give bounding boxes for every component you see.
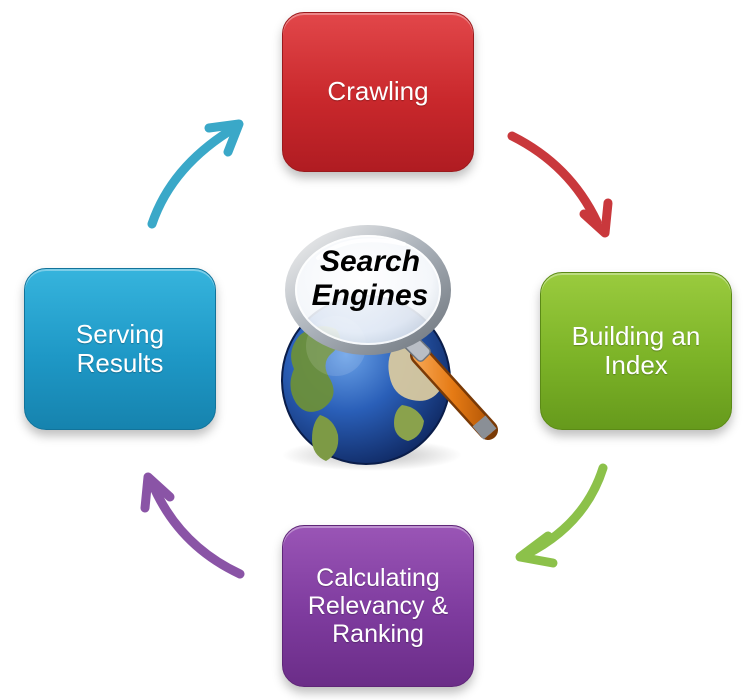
center-label-search-engines: Search Engines: [311, 245, 429, 312]
step-crawling-label: Crawling: [327, 76, 429, 107]
arrow-index-to-ranking: [515, 463, 608, 568]
arrow-ranking-to-serving: [140, 472, 245, 579]
step-calculating-ranking-label: Calculating Relevancy & Ranking: [307, 564, 449, 648]
step-building-index-box: Building an Index: [540, 272, 732, 430]
step-serving-results-label: Serving Results: [75, 318, 165, 378]
arrow-serving-to-crawling: [147, 119, 244, 229]
step-calculating-ranking-box: Calculating Relevancy & Ranking: [282, 525, 474, 687]
step-building-index-label: Building an Index: [571, 320, 701, 380]
globe-magnifier-icon: [281, 225, 498, 471]
step-crawling-box: Crawling: [282, 12, 474, 172]
arrow-crawling-to-index: [507, 131, 613, 238]
step-serving-results-box: Serving Results: [24, 268, 216, 430]
